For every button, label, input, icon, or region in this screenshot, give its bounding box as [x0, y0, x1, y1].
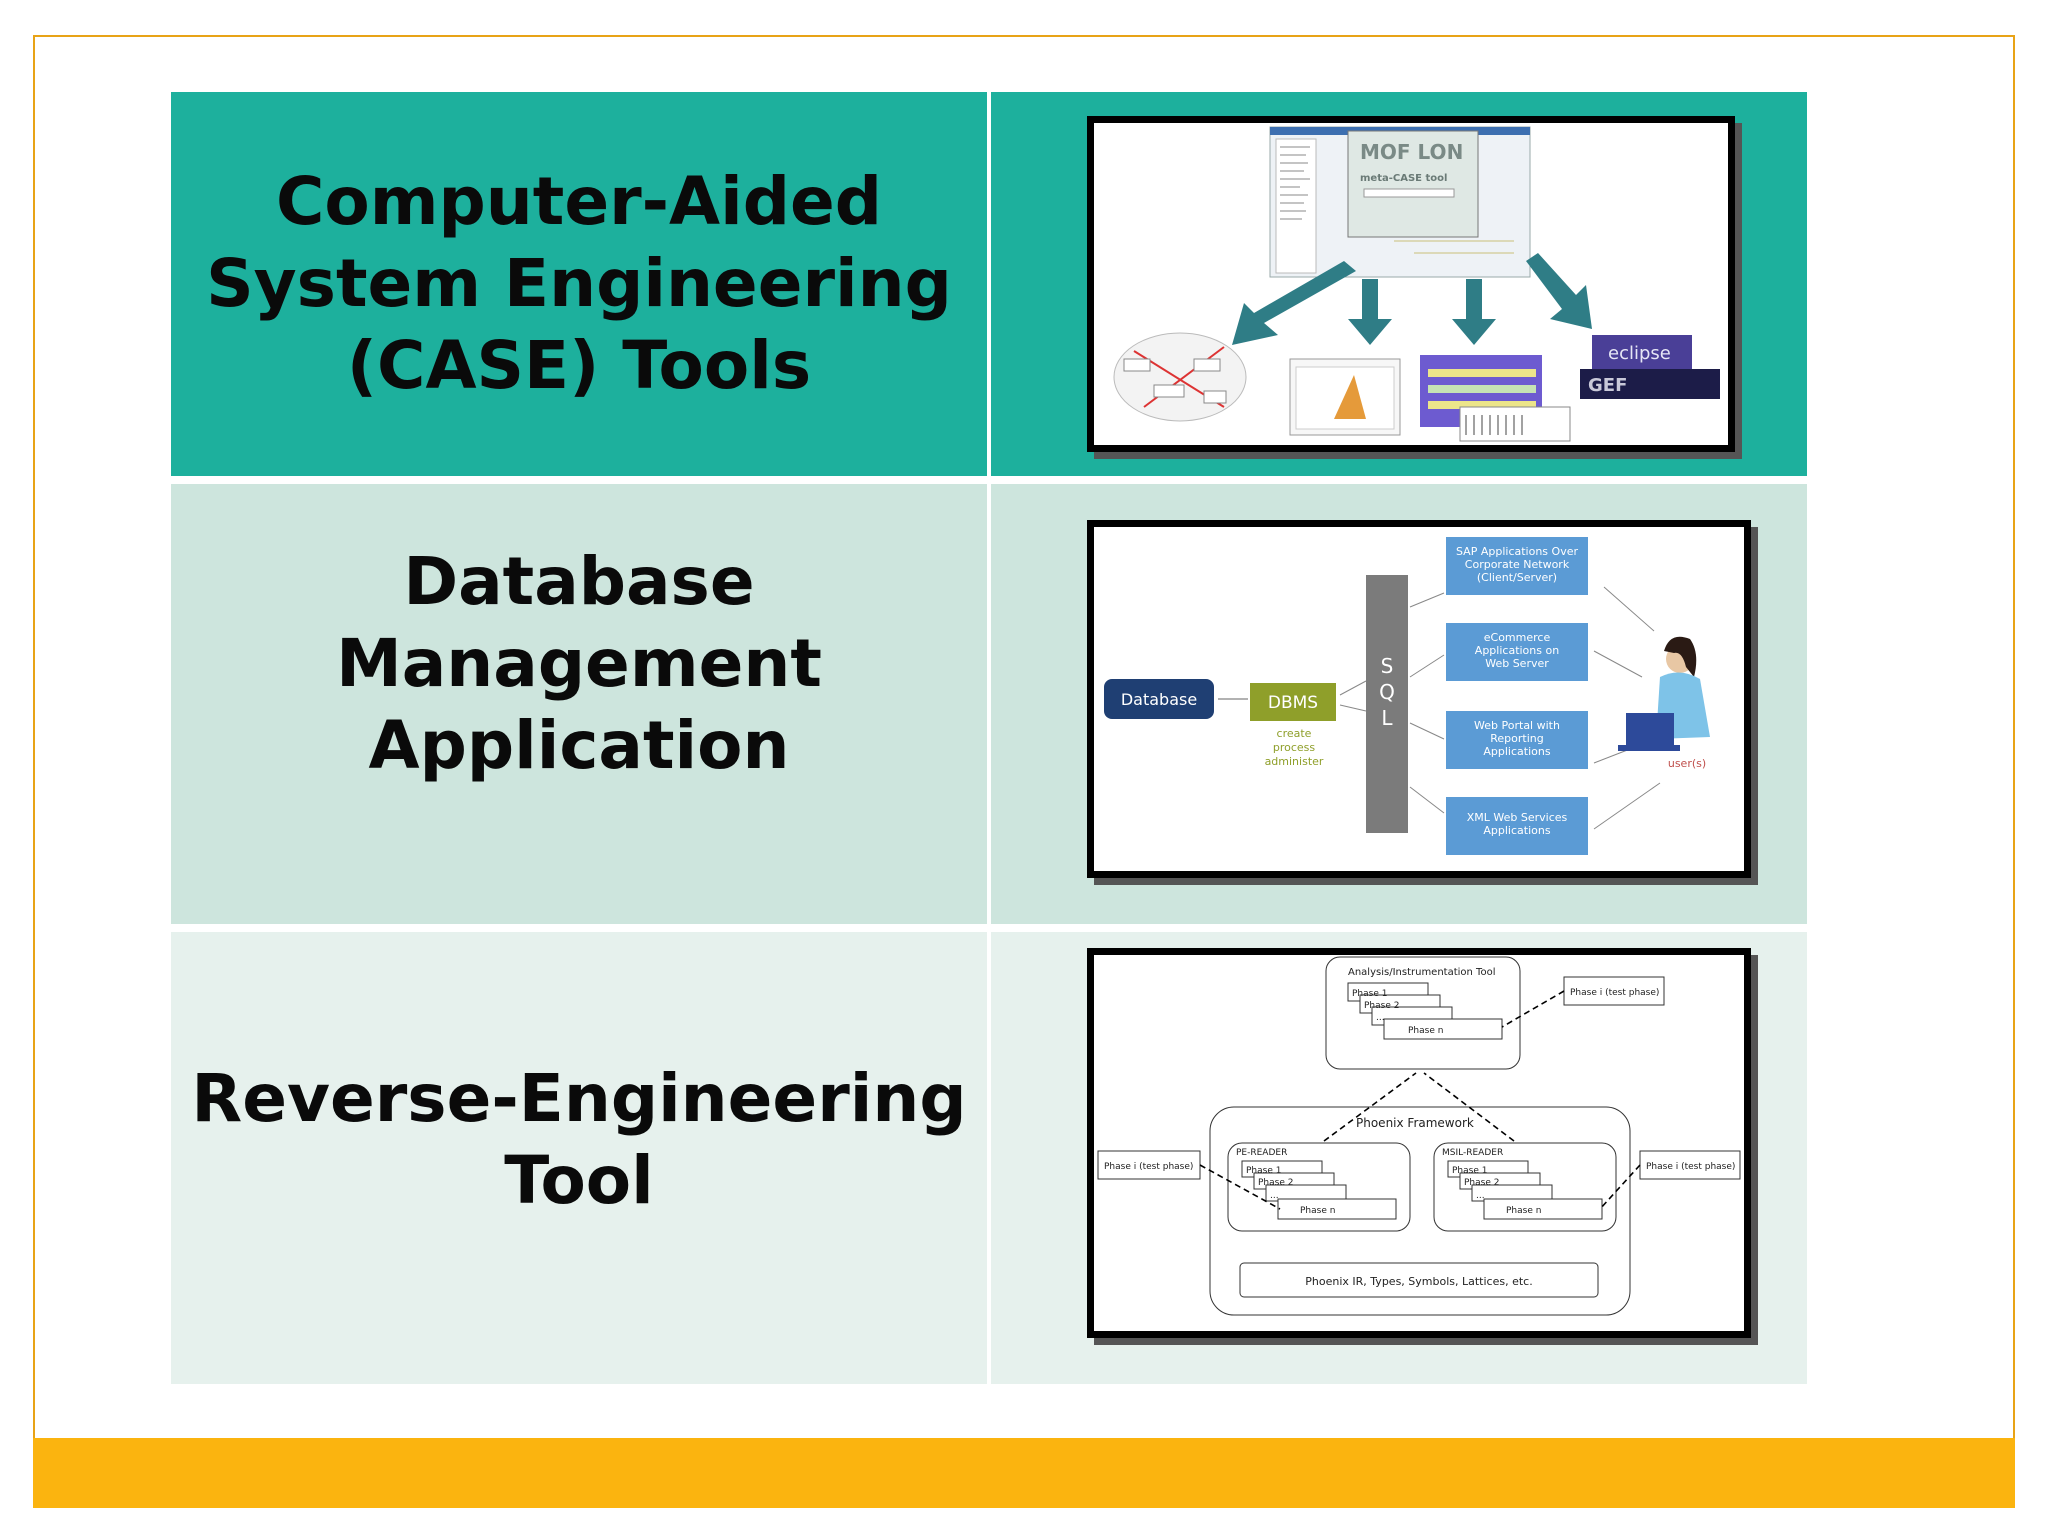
- phase-test-top: Phase i (test phase): [1570, 988, 1659, 998]
- pe-phase-n: Phase n: [1300, 1206, 1335, 1216]
- dbms-box: DBMS: [1268, 693, 1318, 713]
- msil-phase-n: Phase n: [1506, 1206, 1541, 1216]
- image-cell: MOF LON meta-CASE tool: [991, 92, 1807, 476]
- phoenix-ir-label: Phoenix IR, Types, Symbols, Lattices, et…: [1305, 1275, 1532, 1288]
- pe-phase-1: Phase 1: [1246, 1166, 1281, 1176]
- msil-phase-1: Phase 1: [1452, 1166, 1487, 1176]
- eclipse-gef-thumbnail: eclipse GEF: [1580, 335, 1720, 399]
- pe-reader-title: PE-READER: [1236, 1148, 1287, 1158]
- case-tools-picture: MOF LON meta-CASE tool: [1087, 116, 1735, 452]
- dbms-sub-administer: administer: [1265, 755, 1324, 768]
- framework-title: Phoenix Framework: [1356, 1116, 1474, 1130]
- eclipse-logo: eclipse: [1608, 343, 1671, 364]
- sql-letter-l: L: [1381, 706, 1393, 730]
- pe-phase-2: Phase 2: [1258, 1178, 1293, 1188]
- database-box: Database: [1121, 690, 1197, 709]
- sql-letter-q: Q: [1379, 680, 1395, 704]
- app-sap-line3: (Client/Server): [1477, 571, 1557, 584]
- analysis-phase-1: Phase 1: [1352, 989, 1387, 999]
- app-portal-line2: Reporting: [1490, 732, 1543, 745]
- label-cell: Computer-Aided System Engineering (CASE)…: [171, 92, 987, 476]
- app-ecommerce-line2: Applications on: [1475, 644, 1559, 657]
- app-portal-line1: Web Portal with: [1474, 719, 1560, 732]
- user-label: user(s): [1668, 757, 1706, 770]
- row-label: Computer-Aided System Engineering (CASE)…: [206, 163, 952, 404]
- dbms-sub-create: create: [1277, 727, 1312, 740]
- phoenix-framework-picture: Analysis/Instrumentation Tool Phase 1 Ph…: [1087, 948, 1751, 1338]
- phase-test-left: Phase i (test phase): [1104, 1162, 1193, 1172]
- gef-logo: GEF: [1588, 375, 1627, 396]
- msil-phase-dots: ...: [1476, 1191, 1485, 1201]
- label-cell: Reverse-Engineering Tool: [171, 932, 987, 1384]
- analysis-phase-dots: ...: [1376, 1013, 1385, 1023]
- pe-phase-dots: ...: [1270, 1191, 1279, 1201]
- user-figure: [1618, 636, 1710, 751]
- row-label: Database Management Application: [336, 543, 822, 784]
- analysis-phase-2: Phase 2: [1364, 1001, 1399, 1011]
- app-xml-line2: Applications: [1483, 824, 1550, 837]
- app-sap-line2: Corporate Network: [1465, 558, 1570, 571]
- uml-diagram-thumbnail: [1113, 332, 1247, 422]
- msil-phase-2: Phase 2: [1464, 1178, 1499, 1188]
- app-portal-line3: Applications: [1483, 745, 1550, 758]
- analysis-tool-title: Analysis/Instrumentation Tool: [1348, 967, 1495, 978]
- app-xml-line1: XML Web Services: [1467, 811, 1568, 824]
- meta-case-caption: meta-CASE tool: [1360, 173, 1447, 184]
- image-cell: Analysis/Instrumentation Tool Phase 1 Ph…: [991, 932, 1807, 1384]
- mof-lon-logo: MOF LON: [1360, 140, 1463, 164]
- app-ecommerce-line3: Web Server: [1485, 657, 1549, 670]
- table-row-case-tools: Computer-Aided System Engineering (CASE)…: [171, 92, 1807, 476]
- grid-table-thumbnail: [1420, 355, 1571, 442]
- dbms-sub-process: process: [1273, 741, 1316, 754]
- msil-reader-title: MSIL-READER: [1442, 1148, 1503, 1158]
- app-ecommerce-line1: eCommerce: [1484, 631, 1551, 644]
- label-cell: Database Management Application: [171, 484, 987, 924]
- model-thumbnail: [1289, 358, 1401, 436]
- image-cell: Database DBMS create process administer …: [991, 484, 1807, 924]
- table-row-reverse-engineering: Reverse-Engineering Tool: [171, 932, 1807, 1384]
- analysis-phase-n: Phase n: [1408, 1026, 1443, 1036]
- table-row-database-management: Database Management Application Database…: [171, 484, 1807, 924]
- sql-letter-s: S: [1381, 654, 1394, 678]
- phase-test-right: Phase i (test phase): [1646, 1162, 1735, 1172]
- dbms-architecture-picture: Database DBMS create process administer …: [1087, 520, 1751, 878]
- app-sap-line1: SAP Applications Over: [1456, 545, 1578, 558]
- footer-bar: [33, 1438, 2015, 1508]
- row-label: Reverse-Engineering Tool: [191, 1060, 967, 1219]
